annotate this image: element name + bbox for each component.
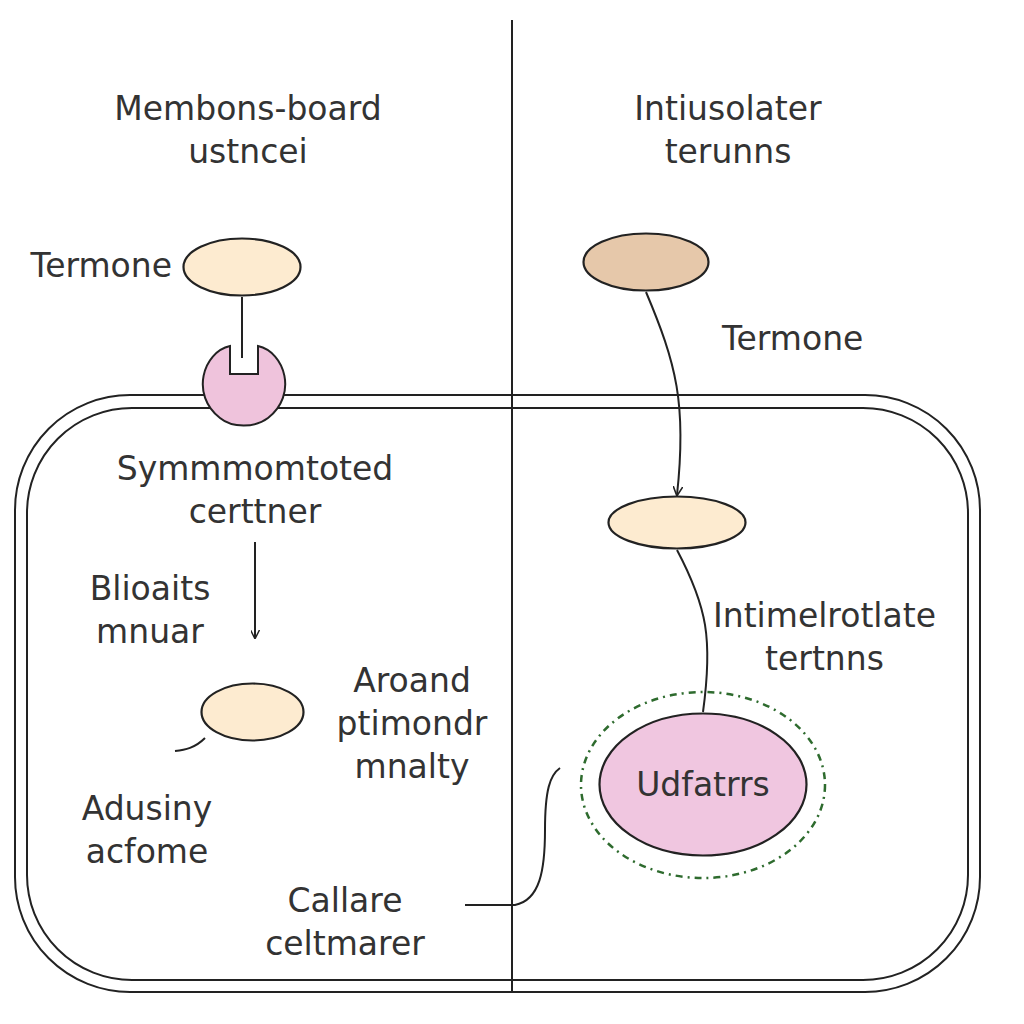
node-label: Aroand ptimondr mnalty	[312, 660, 512, 789]
leader-line	[175, 738, 205, 751]
complex-ellipse: Intimelrotlate tertnns	[607, 495, 747, 550]
process-label: Blioaits mnuar	[50, 568, 250, 654]
ellipse-shape	[609, 497, 746, 549]
process-label: Adusiny acfome	[47, 788, 247, 874]
ellipse-outline	[607, 495, 747, 550]
divider-line	[511, 20, 513, 992]
connector-line	[646, 292, 681, 495]
node-label: Intimelrotlate tertnns	[682, 595, 967, 681]
leader-line	[465, 768, 560, 905]
receptor-stem	[241, 297, 243, 358]
column-heading: Intiusolater terunns	[573, 88, 883, 174]
ellipse-shape	[584, 234, 709, 291]
node-label: Termone	[722, 318, 912, 361]
cell-membrane-inner	[27, 408, 968, 980]
nucleus-ellipse: Udfatrrs	[598, 712, 808, 857]
hormone-ellipse: Termone	[182, 237, 302, 297]
node-text: Udfatrrs	[598, 712, 808, 857]
process-label: Symmmomtoted certtner	[65, 448, 445, 534]
messenger-ellipse: Aroand ptimondr mnalty	[200, 682, 305, 742]
nuclear-envelope	[581, 692, 825, 878]
signal-arrow	[254, 542, 256, 638]
ellipse-outline	[582, 232, 710, 292]
ellipse-outline	[200, 682, 305, 742]
membrane-receptor	[203, 346, 285, 426]
part-label: Callare celtmarer	[220, 880, 470, 966]
cell-membrane-outer	[15, 395, 980, 992]
column-heading: Membons-board ustncei	[68, 88, 428, 174]
connector-line	[677, 550, 707, 712]
hormone-ellipse: Termone	[582, 232, 710, 292]
ellipse-outline	[182, 237, 302, 297]
ellipse-shape	[202, 684, 304, 741]
ellipse-shape	[184, 239, 301, 296]
node-label: Termone	[0, 245, 172, 288]
